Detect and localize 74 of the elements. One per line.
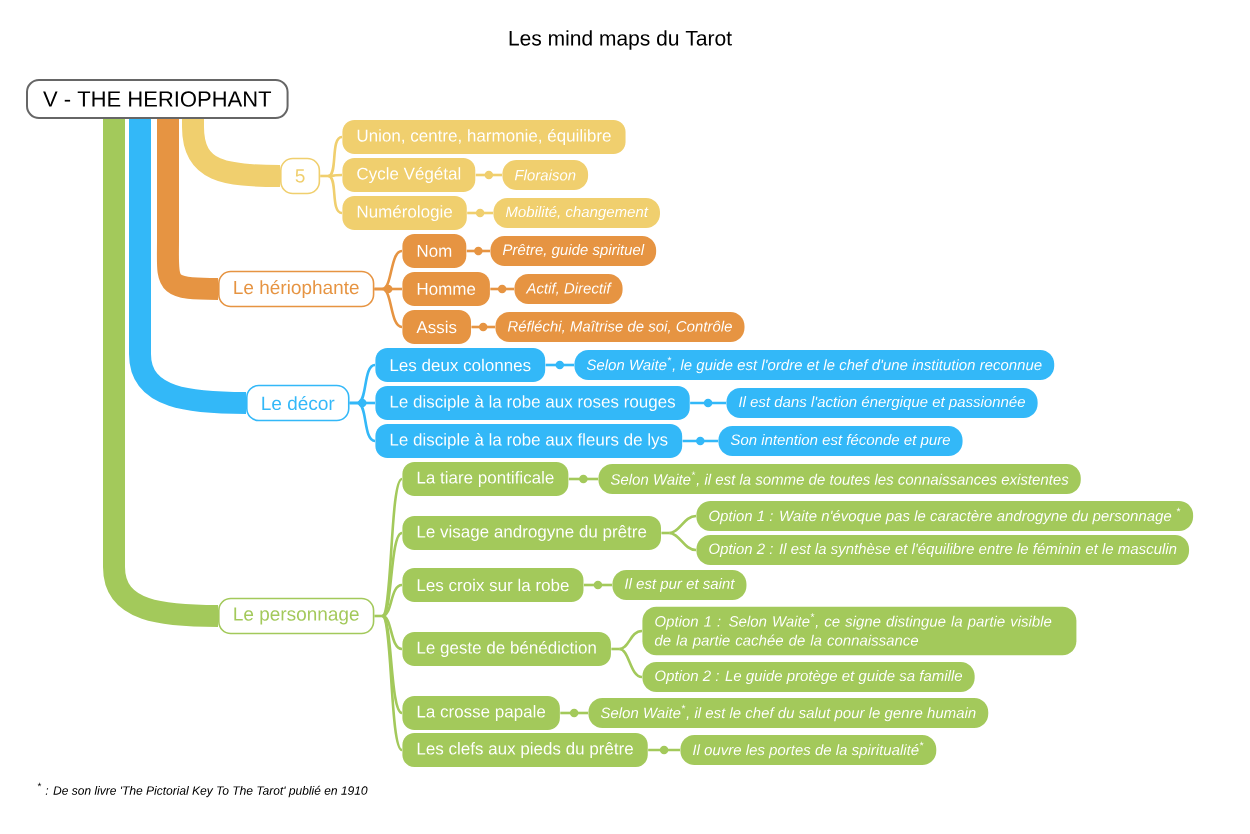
title: Les mind maps du Tarot [509,30,732,50]
branch-line [156,119,219,300]
note-box: Il est pur et saint [612,570,747,600]
connector-line [619,629,643,651]
subtopic-box: Homme [402,272,490,306]
note-box: Option 2 : Le guide protège et guide sa famille [642,662,975,692]
connector-line [349,398,375,408]
connector-line [669,531,697,552]
connector-line [618,647,643,679]
connector-line [374,284,402,294]
connector-line [466,246,490,256]
note-box: Option 1 : Waite n'évoque pas le caractère androgyne du personnage $^{*}$ [696,501,1194,531]
branch-box: 5 [280,157,321,195]
connector-line [490,284,514,294]
subtopic-box: Les croix sur la robe [402,568,584,602]
subtopic-box: Le disciple à la robe aux roses rouges [375,386,690,420]
note-box: Actif, Directif [514,274,623,304]
branch-box: Le décor [246,384,350,422]
connector-line [327,135,343,178]
connector-line [669,514,697,535]
connector-line [611,647,620,651]
connector-line [381,614,403,651]
connector-line [568,474,598,484]
connector-line [467,208,493,218]
note-box: Son intention est féconde et pure [718,426,963,456]
footnote: $^{*}$ : De son livre 'The Pictorial Key To The Tarot' publié en 1910 [37,782,368,798]
subtopic-box: Assis [402,310,471,344]
note-box: Floraison [502,160,589,190]
connector-line [583,580,612,590]
note-box: Option 2 : Il est la synthèse et l'équilibre entre le féminin et le masculin [696,535,1190,565]
connector-line [475,170,502,180]
subtopic-box: La crosse papale [402,696,560,730]
note-box: Prêtre, guide spirituel [490,236,657,266]
connector-line [690,398,726,408]
connector-line [328,173,342,178]
branch-line [129,119,247,414]
connector-line [327,174,343,215]
note-box: Il ouvre les portes de la spiritualité$^{*}$ [680,735,937,765]
subtopic-box: Cycle Végétal [342,158,476,192]
connector-line [320,174,329,178]
note-box: Selon Waite$^{*}$, il est le chef du salut pour le genre humain [588,698,989,728]
branch-line [182,116,281,187]
note-box: Réfléchi, Maîtrise de soi, Contrôle [495,312,745,342]
subtopic-box: Le visage androgyne du prêtre [402,516,661,550]
note-box: Selon Waite$^{*}$, il est la somme de toutes les connaissances existentes [598,464,1081,494]
subtopic-box: Le geste de bénédiction [402,632,611,666]
topic-box: V - THE HERIOPHANT [26,79,289,119]
connector-line [381,615,403,751]
connector-line [381,583,403,618]
connector-line [545,360,574,370]
branch-line [103,119,219,627]
connector-line [381,249,403,291]
connector-line [357,401,376,443]
note-box: Option 1 : Selon Waite$^{*}$, ce signe distingue la partie visible de la partie cachée de la connaissance [642,606,1077,656]
subtopic-box: Numérologie [342,196,467,230]
connector-line [374,614,383,618]
branch-box: Le hériophante [218,270,375,308]
note-box: Selon Waite$^{*}$, le guide est l'ordre et le chef d'une institution reconnue [574,350,1055,380]
connector-line [471,322,495,332]
connector-line [661,531,670,535]
subtopic-box: Les clefs aux pieds du prêtre [402,733,648,767]
connector-line [560,708,588,718]
connector-line [682,436,718,446]
connector-line [381,287,403,329]
branch-box: Le personnage [218,597,375,635]
connector-line [381,478,403,617]
subtopic-box: Le disciple à la robe aux fleurs de lys [375,424,683,458]
subtopic-box: Nom [402,234,467,268]
subtopic-box: La tiare pontificale [402,462,569,496]
connector-line [648,745,680,755]
note-box: Il est dans l'action énergique et passionnée [726,388,1038,418]
subtopic-box: Union, centre, harmonie, équilibre [342,120,626,154]
subtopic-box: Les deux colonnes [375,348,546,382]
note-box: Mobilité, changement [493,198,660,228]
